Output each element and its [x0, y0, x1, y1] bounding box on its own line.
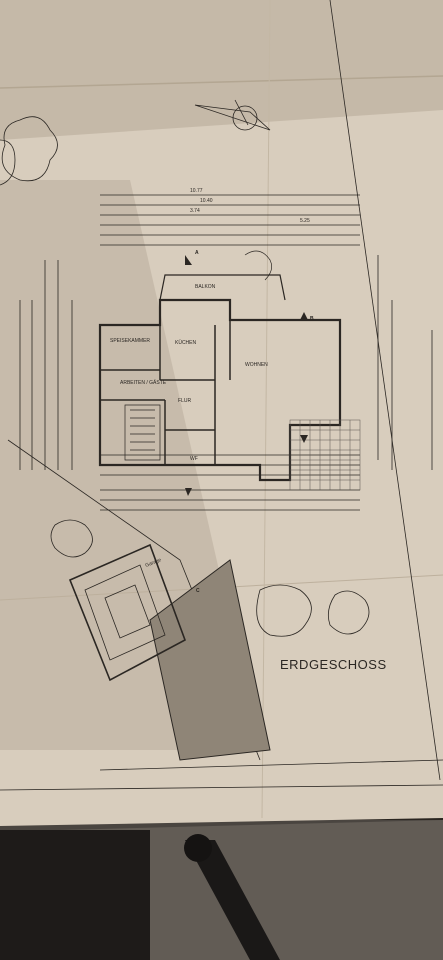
plan-title: ERDGESCHOSS	[280, 657, 387, 672]
section-mark-c: C	[196, 588, 200, 594]
dimension-label: 5.25	[300, 218, 310, 224]
room-label-kuechen: KÜCHEN	[175, 340, 197, 346]
dimension-label: 10.40	[200, 198, 213, 204]
room-label-flur: FLUR	[178, 398, 192, 404]
room-label-arbeiten: ARBEITEN / GÄSTE	[120, 380, 167, 386]
dimension-label: 10.77	[190, 188, 203, 194]
room-label-wohnen: WOHNEN	[245, 362, 268, 368]
room-label-wf: WF	[190, 456, 198, 462]
section-mark-b: B	[310, 316, 314, 322]
room-label-balkon: BALKON	[195, 284, 216, 290]
room-label-speisekammer: SPEISEKAMMER	[110, 338, 151, 344]
section-mark-a: A	[195, 250, 199, 256]
dimension-label: 3.74	[190, 208, 200, 214]
